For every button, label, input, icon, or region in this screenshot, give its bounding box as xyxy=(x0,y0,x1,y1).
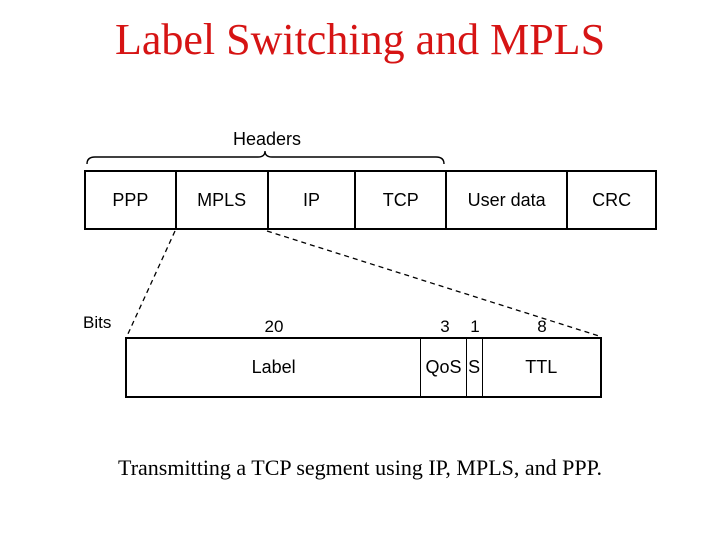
bit-width-qos-field: 3 xyxy=(440,317,450,336)
headers-brace-label: Headers xyxy=(232,129,302,149)
packet-field-tcp: TCP xyxy=(354,172,445,228)
mpls-field-s: S xyxy=(465,339,482,396)
bits-axis-label: Bits xyxy=(83,313,112,332)
caption: Transmitting a TCP segment using IP, MPL… xyxy=(118,455,602,480)
bit-width-ttl-field: 8 xyxy=(537,317,547,336)
packet-row: PPP MPLS IP TCP User data CRC xyxy=(84,170,657,230)
packet-field-ip: IP xyxy=(266,172,355,228)
bit-width-label-field: 20 xyxy=(264,317,284,336)
headers-brace xyxy=(86,150,445,165)
packet-field-userdata: User data xyxy=(445,172,566,228)
mpls-header-row: Label QoS S TTL xyxy=(125,337,602,398)
bit-width-s-field: 1 xyxy=(470,317,480,336)
expand-dashed-line-right xyxy=(266,230,600,337)
mpls-field-ttl: TTL xyxy=(481,339,601,396)
packet-field-crc: CRC xyxy=(566,172,655,228)
packet-field-mpls: MPLS xyxy=(174,172,267,228)
expand-dashed-line-left xyxy=(126,230,176,337)
page-title: Label Switching and MPLS xyxy=(114,15,606,64)
packet-field-ppp: PPP xyxy=(112,189,149,210)
mpls-field-qos: QoS xyxy=(420,339,465,396)
mpls-field-label: Label xyxy=(251,357,296,377)
